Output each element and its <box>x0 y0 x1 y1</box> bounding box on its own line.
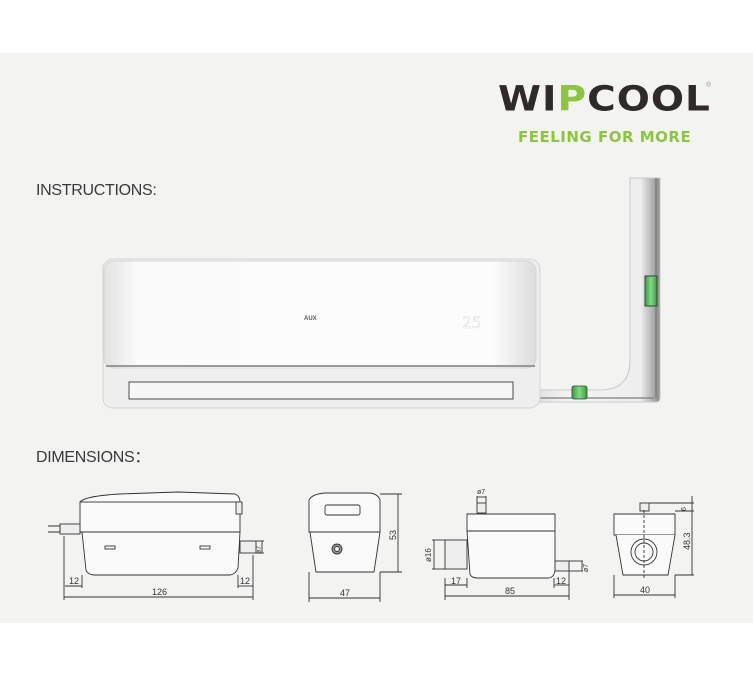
end-top-offset: 6 <box>681 507 688 511</box>
dimension-labels: 12 12 126 ø7 47 53 ø7 ø16 17 12 85 ø7 40… <box>69 489 692 598</box>
brand-accent-letter: P <box>557 79 588 120</box>
front-width: 126 <box>152 587 167 597</box>
pump-top-view <box>432 496 583 600</box>
ac-brand-mark: AUX <box>304 316 317 322</box>
instructions-heading: INSTRUCTIONS: <box>36 182 157 199</box>
front-right-offset: 12 <box>240 576 250 586</box>
top-left-offset: 17 <box>451 576 461 586</box>
brand-suffix: COOL <box>587 79 711 120</box>
pump-side-view <box>308 492 402 602</box>
top-inlet-diameter: ø16 <box>424 548 433 562</box>
top-outlet-right: ø7 <box>583 564 590 572</box>
side-width: 47 <box>340 588 350 598</box>
front-outlet-diameter: ø7 <box>256 546 263 554</box>
ac-temp-display: 25 <box>462 313 481 332</box>
trunking-duct <box>529 177 661 403</box>
brand-tagline: FEELING FOR MORE <box>518 128 692 146</box>
brand-prefix: WI <box>498 79 558 120</box>
ac-indoor-unit: AUX 25 <box>102 258 541 409</box>
dimensions-heading: DIMENSIONS： <box>36 449 151 466</box>
pump-end-view <box>613 496 694 598</box>
pump-front-view <box>48 491 264 600</box>
top-outlet-top: ø7 <box>477 489 485 496</box>
end-width: 40 <box>640 585 650 595</box>
registered-mark: ® <box>706 82 712 89</box>
top-width: 85 <box>505 586 515 596</box>
pump-inlet-green <box>571 385 588 400</box>
end-height: 48.3 <box>682 532 692 550</box>
wipcool-logo: WIPCOOL ® FEELING FOR MORE <box>498 80 718 146</box>
top-right-offset: 12 <box>556 576 566 586</box>
brand-wordmark: WIPCOOL <box>498 80 718 120</box>
front-left-offset: 12 <box>69 576 79 586</box>
duct-connector-green <box>644 275 658 307</box>
side-height: 53 <box>388 530 398 540</box>
